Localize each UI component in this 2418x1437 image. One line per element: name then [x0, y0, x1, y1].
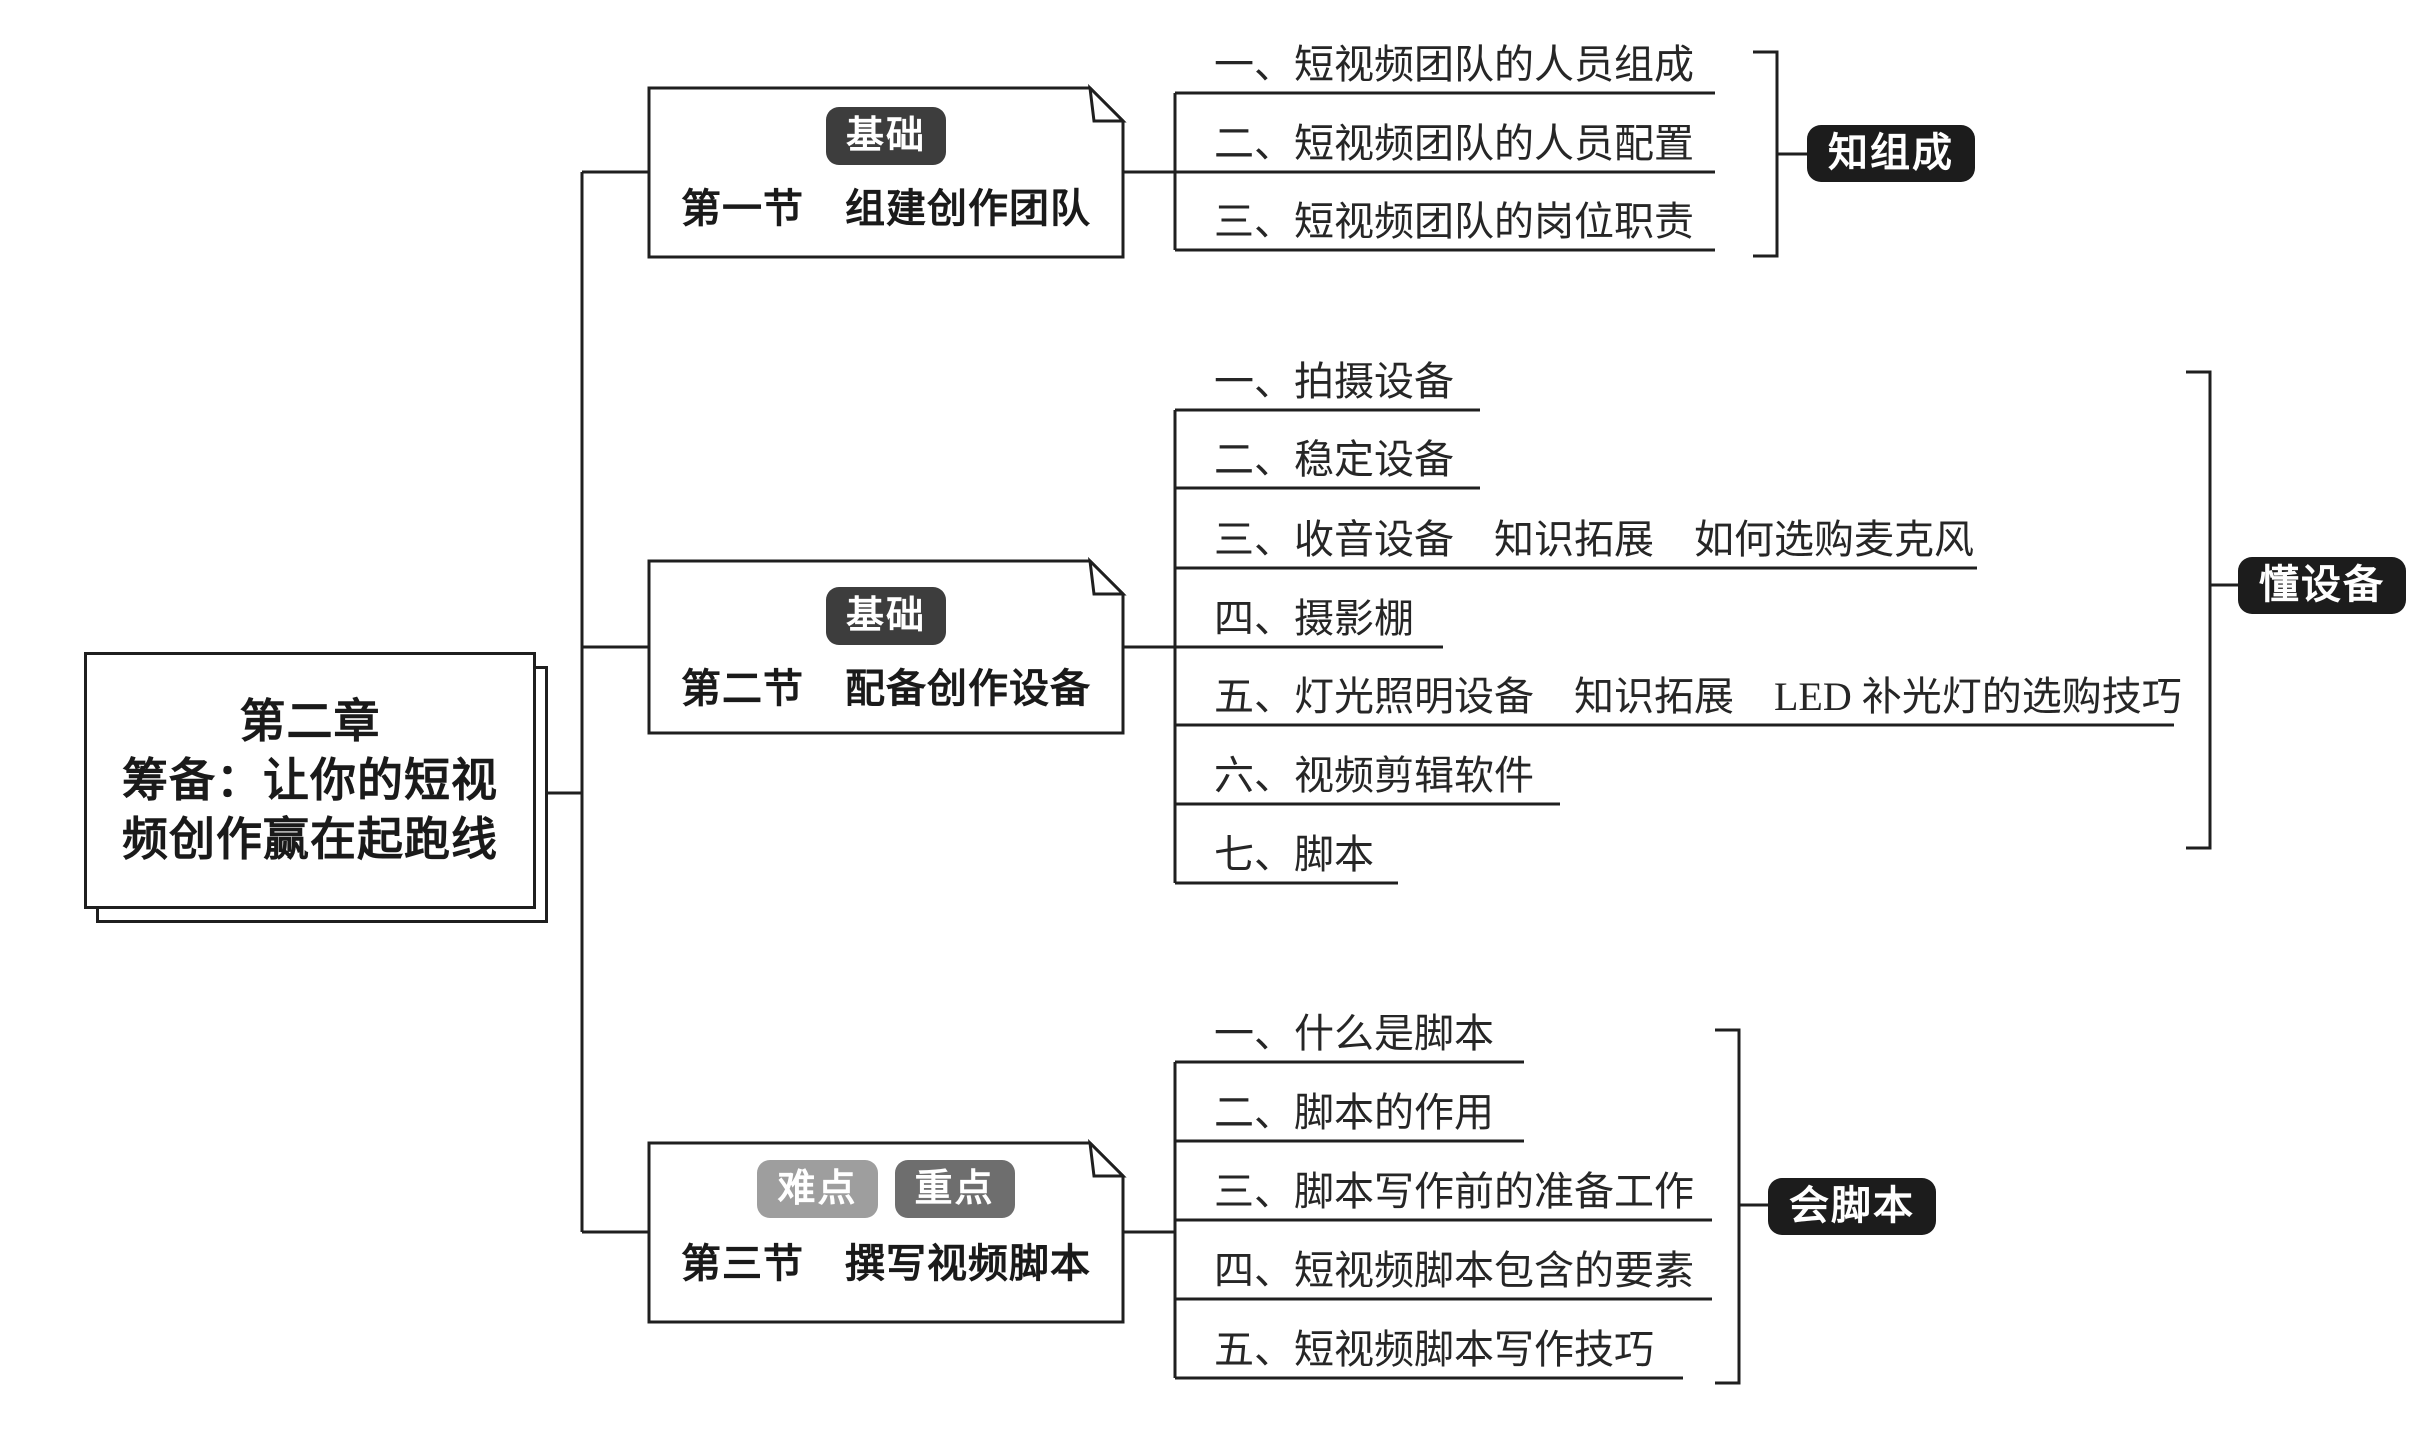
list-item: 五、灯光照明设备 知识拓展 LED 补光灯的选购技巧	[1214, 674, 2182, 719]
tag-badge-huijiaoben: 会脚本	[1768, 1178, 1936, 1235]
list-item: 三、收音设备 知识拓展 如何选购麦克风	[1214, 517, 1974, 562]
chapter-title-line2: 频创作赢在起跑线	[122, 813, 498, 865]
section-box-2-fold-icon	[1087, 556, 1127, 596]
chapter-title-line1: 筹备：让你的短视	[122, 754, 498, 806]
list-item: 三、脚本写作前的准备工作	[1214, 1169, 1694, 1214]
section-3-title: 第三节 撰写视频脚本	[681, 1242, 1091, 1286]
section-1-title: 第一节 组建创作团队	[681, 187, 1091, 231]
section-box-1-fold-icon	[1087, 83, 1127, 123]
list-item: 七、脚本	[1214, 832, 1374, 877]
bracket-section-1	[1753, 50, 1779, 258]
section-2-title: 第二节 配备创作设备	[681, 667, 1091, 711]
list-item: 五、短视频脚本写作技巧	[1214, 1327, 1654, 1372]
list-item: 二、脚本的作用	[1214, 1090, 1494, 1135]
tag-badge-zhizucheng: 知组成	[1807, 125, 1975, 182]
list-item: 二、短视频团队的人员配置	[1214, 121, 1694, 166]
badge-zhongdian: 重点	[894, 1160, 1015, 1218]
section-box-3-fold-icon	[1087, 1138, 1127, 1178]
list-item: 一、短视频团队的人员组成	[1214, 42, 1694, 87]
list-item: 三、短视频团队的岗位职责	[1214, 199, 1694, 244]
list-item: 四、短视频脚本包含的要素	[1214, 1248, 1694, 1293]
list-item: 一、什么是脚本	[1214, 1011, 1494, 1056]
badge-nandian: 难点	[757, 1160, 878, 1218]
badge-jichu: 基础	[825, 587, 946, 645]
badge-jichu: 基础	[825, 107, 946, 165]
section-3-badges: 难点 重点	[649, 1160, 1123, 1218]
bracket-section-3	[1715, 1028, 1741, 1385]
section-2-badges: 基础	[649, 587, 1123, 645]
bracket-section-2	[2186, 370, 2212, 850]
section-1-badges: 基础	[649, 107, 1123, 165]
list-item: 二、稳定设备	[1214, 437, 1454, 482]
tag-badge-dongshebei: 懂设备	[2238, 557, 2406, 614]
chapter-number: 第二章	[239, 695, 381, 747]
list-item: 一、拍摄设备	[1214, 359, 1454, 404]
list-item: 六、视频剪辑软件	[1214, 753, 1534, 798]
list-item: 四、摄影棚	[1214, 596, 1414, 641]
chapter-node: 第二章 筹备：让你的短视 频创作赢在起跑线	[84, 652, 536, 909]
section-box-1	[647, 86, 1125, 259]
section-box-2	[647, 559, 1125, 735]
